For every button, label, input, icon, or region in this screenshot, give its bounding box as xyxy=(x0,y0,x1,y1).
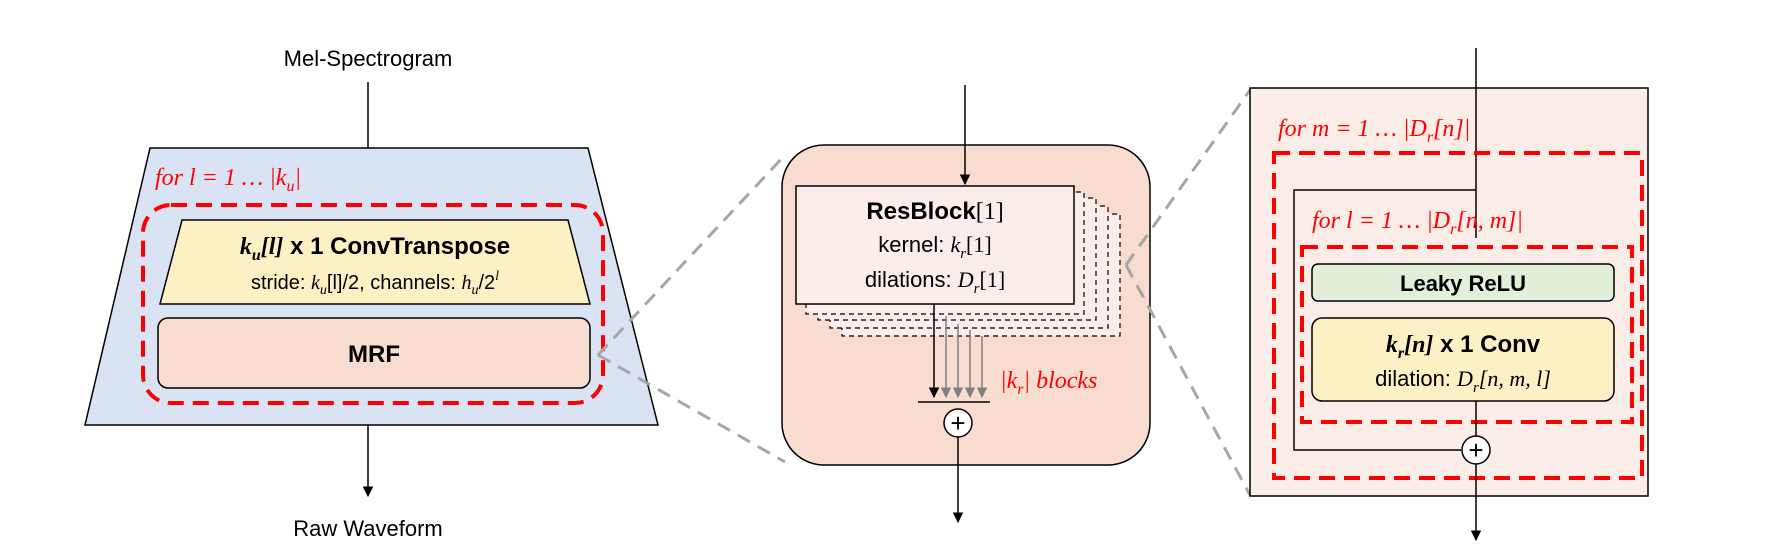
blocks-count-label: |kr| blocks xyxy=(1000,368,1097,398)
conv-transpose-block xyxy=(159,219,591,305)
upsample-loop-dashed-box xyxy=(141,203,605,405)
leaky-relu-label: Leaky ReLU xyxy=(1400,271,1526,296)
inner-loop-label: for l = 1 … |Dr[n, m]| xyxy=(1312,208,1523,238)
mrf-label: MRF xyxy=(348,341,400,368)
conv-transpose-title: ku[l] x 1 ConvTranspose xyxy=(240,233,510,264)
conv-block xyxy=(1311,317,1615,402)
conv-title: kr[n] x 1 Conv xyxy=(1386,331,1541,362)
resblock-dilations: dilations: Dr[1] xyxy=(865,267,1005,297)
resblock-detail-panel: for m = 1 … |Dr[n]| for l = 1 … |Dr[n, m… xyxy=(1249,48,1649,542)
outer-loop-label: for m = 1 … |Dr[n]| xyxy=(1278,116,1470,146)
zoom-line-top-right xyxy=(1124,89,1252,266)
resblock-main xyxy=(795,185,1075,305)
resblock-kernel: kernel: kr[1] xyxy=(878,232,991,262)
conv-dilation: dilation: Dr[n, m, l] xyxy=(1375,366,1551,396)
resblock-title: ResBlock[1] xyxy=(866,198,1003,225)
zoom-line-bottom-right xyxy=(1124,264,1252,496)
leaky-relu-block xyxy=(1311,263,1615,302)
detail-sum-symbol: + xyxy=(1468,435,1483,465)
outer-loop-dashed-box xyxy=(1272,151,1644,480)
mrf-panel: ResBlock[1] kernel: kr[1] dilations: Dr[… xyxy=(781,85,1151,524)
generator-panel: Mel-Spectrogram for l = 1 … |ku| ku[l] x… xyxy=(84,46,659,541)
mel-spectrogram-label: Mel-Spectrogram xyxy=(284,46,453,71)
mrf-block xyxy=(157,317,591,389)
raw-waveform-label: Raw Waveform xyxy=(293,516,443,541)
conv-transpose-params: stride: ku[l]/2, channels: hu/2l xyxy=(251,269,499,298)
inner-loop-dashed-box xyxy=(1300,245,1634,424)
residual-skip-path xyxy=(1293,189,1476,451)
mrf-sum-symbol: + xyxy=(950,408,965,438)
upsample-loop-label: for l = 1 … |ku| xyxy=(155,165,301,195)
zoom-line-bottom-left xyxy=(597,353,786,464)
